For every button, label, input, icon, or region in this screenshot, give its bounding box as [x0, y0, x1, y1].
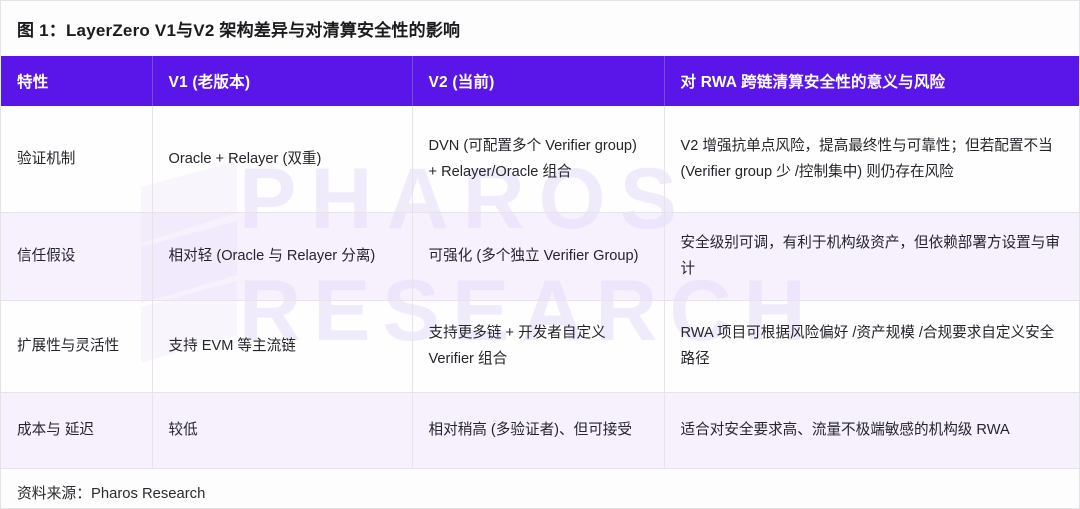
source-note: 资料来源：Pharos Research: [1, 468, 1079, 508]
table-row: 验证机制 Oracle + Relayer (双重) DVN (可配置多个 Ve…: [1, 106, 1079, 213]
comparison-table: 特性 V1 (老版本) V2 (当前) 对 RWA 跨链清算安全性的意义与风险 …: [1, 56, 1079, 469]
figure-title: 图 1：LayerZero V1与V2 架构差异与对清算安全性的影响: [17, 21, 461, 40]
cell-v2: DVN (可配置多个 Verifier group) + Relayer/Ora…: [412, 106, 665, 213]
cell-v2: 可强化 (多个独立 Verifier Group): [412, 212, 665, 301]
table-row: 成本与 延迟 较低 相对稍高 (多验证者)、但可接受 适合对安全要求高、流量不极…: [1, 392, 1079, 469]
cell-impact: V2 增强抗单点风险，提高最终性与可靠性；但若配置不当 (Verifier gr…: [664, 106, 1079, 213]
column-header-feature: 特性: [1, 56, 153, 106]
cell-v1: 较低: [152, 392, 413, 469]
column-header-v2: V2 (当前): [412, 56, 665, 106]
cell-impact: RWA 项目可根据风险偏好 /资产规模 /合规要求自定义安全路径: [664, 300, 1079, 393]
table-header-row: 特性 V1 (老版本) V2 (当前) 对 RWA 跨链清算安全性的意义与风险: [1, 56, 1079, 106]
cell-v1: 支持 EVM 等主流链: [152, 300, 413, 393]
cell-v1: 相对轻 (Oracle 与 Relayer 分离): [152, 212, 413, 301]
column-header-impact: 对 RWA 跨链清算安全性的意义与风险: [664, 56, 1079, 106]
cell-v2: 支持更多链 + 开发者自定义 Verifier 组合: [412, 300, 665, 393]
table-row: 信任假设 相对轻 (Oracle 与 Relayer 分离) 可强化 (多个独立…: [1, 212, 1079, 301]
table-body: 验证机制 Oracle + Relayer (双重) DVN (可配置多个 Ve…: [1, 106, 1079, 469]
column-header-v1: V1 (老版本): [152, 56, 413, 106]
cell-v2: 相对稍高 (多验证者)、但可接受: [412, 392, 665, 469]
cell-impact: 适合对安全要求高、流量不极端敏感的机构级 RWA: [664, 392, 1079, 469]
comparison-table-wrapper: 特性 V1 (老版本) V2 (当前) 对 RWA 跨链清算安全性的意义与风险 …: [1, 56, 1079, 469]
cell-v1: Oracle + Relayer (双重): [152, 106, 413, 213]
table-header: 特性 V1 (老版本) V2 (当前) 对 RWA 跨链清算安全性的意义与风险: [1, 56, 1079, 106]
table-row: 扩展性与灵活性 支持 EVM 等主流链 支持更多链 + 开发者自定义 Verif…: [1, 300, 1079, 393]
cell-feature: 信任假设: [1, 212, 153, 301]
cell-feature: 扩展性与灵活性: [1, 300, 153, 393]
cell-feature: 成本与 延迟: [1, 392, 153, 469]
cell-impact: 安全级别可调，有利于机构级资产，但依赖部署方设置与审计: [664, 212, 1079, 301]
cell-feature: 验证机制: [1, 106, 153, 213]
